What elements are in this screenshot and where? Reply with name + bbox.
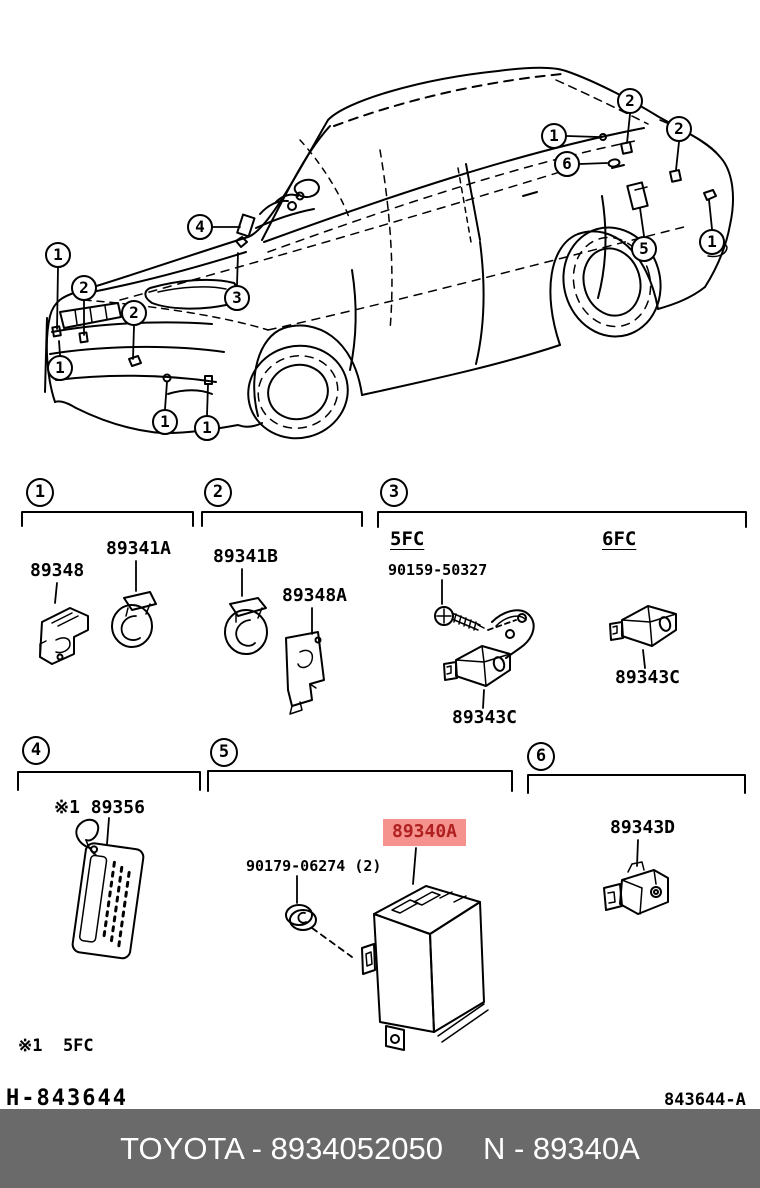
part-sketch-90159-50327 — [434, 606, 485, 631]
part-sketch-89343D — [603, 861, 669, 915]
part-sketch-89341A — [111, 591, 157, 648]
callout-label: 1 — [160, 412, 170, 431]
callout-label: 3 — [232, 288, 242, 307]
part-sketch-89348 — [39, 607, 89, 665]
page-code: H-843644 — [6, 1086, 128, 1111]
callout-4[interactable]: 4 — [187, 214, 213, 240]
section-number: 3 — [388, 482, 400, 502]
section-number: 6 — [535, 746, 547, 766]
callout-front-2b[interactable]: 2 — [121, 300, 147, 326]
callout-front-1d[interactable]: 1 — [194, 415, 220, 441]
callout-rear-1a[interactable]: 1 — [541, 123, 567, 149]
variant-label-5fc: 5FC — [390, 528, 425, 550]
part-label-89343C-6fc[interactable]: 89343C — [615, 667, 681, 688]
callout-label: 1 — [53, 245, 63, 264]
figure-code: 843644-A — [664, 1090, 746, 1110]
callout-label: 2 — [129, 303, 139, 322]
part-label-89341A[interactable]: 89341A — [106, 538, 172, 559]
part-sketch-89340A — [361, 885, 489, 1051]
part-label-90159-50327[interactable]: 90159-50327 — [388, 561, 488, 579]
section-number: 4 — [30, 740, 42, 760]
callout-rear-2b[interactable]: 2 — [666, 116, 692, 142]
callout-front-1b[interactable]: 1 — [47, 355, 73, 381]
section-number: 5 — [218, 742, 230, 762]
section-circle-4: 4 — [22, 736, 50, 765]
callout-label: 1 — [549, 126, 559, 145]
callout-5[interactable]: 5 — [631, 236, 657, 262]
part-sketch-89343C-6fc — [609, 605, 677, 647]
callout-label: 2 — [79, 278, 89, 297]
section-brackets — [17, 511, 747, 794]
section-number: 2 — [212, 482, 224, 502]
callout-label: 2 — [674, 119, 684, 138]
callout-label: 1 — [202, 418, 212, 437]
callout-label: 1 — [55, 358, 65, 377]
callout-label: 1 — [707, 232, 717, 251]
part-sketch-89348A — [285, 631, 325, 715]
section-number: 1 — [34, 482, 46, 502]
callout-label: 2 — [625, 91, 635, 110]
label-leaders — [54, 560, 646, 958]
callout-rear-2a[interactable]: 2 — [617, 88, 643, 114]
variant-label-6fc: 6FC — [602, 528, 637, 550]
callout-front-2a[interactable]: 2 — [71, 275, 97, 301]
section-circle-6: 6 — [527, 742, 555, 771]
part-label-89343D[interactable]: 89343D — [610, 817, 676, 838]
part-label-89356[interactable]: ※1 89356 — [54, 797, 145, 818]
part-label-89341B[interactable]: 89341B — [213, 546, 279, 567]
part-sketch-90179-06274 — [285, 904, 317, 931]
part-sketch-89343C-5fc — [443, 609, 535, 687]
footer-catalog-number: TOYOTA - 8934052050 — [120, 1130, 443, 1166]
callout-3[interactable]: 3 — [224, 285, 250, 311]
part-sketch-89341B — [224, 597, 268, 655]
part-label-90179-06274[interactable]: 90179-06274 (2) — [246, 857, 382, 875]
section-circle-3: 3 — [380, 478, 408, 507]
callout-rear-1b[interactable]: 1 — [699, 229, 725, 255]
callout-label: 5 — [639, 239, 649, 258]
part-sketch-89356 — [71, 818, 145, 960]
section-circle-2: 2 — [204, 478, 232, 507]
footer-part-reference: N - 89340A — [483, 1130, 640, 1166]
part-label-89343C-5fc[interactable]: 89343C — [452, 707, 518, 728]
section-circle-5: 5 — [210, 738, 238, 767]
callout-label: 6 — [562, 154, 572, 173]
car-drawing — [44, 66, 734, 440]
part-label-89348[interactable]: 89348 — [30, 560, 85, 581]
car-callout-leaders — [56, 113, 713, 416]
part-label-89348A[interactable]: 89348A — [282, 585, 348, 606]
callout-front-1c[interactable]: 1 — [152, 409, 178, 435]
section-circle-1: 1 — [26, 478, 54, 507]
callout-label: 4 — [195, 217, 205, 236]
part-label-89340A-highlighted[interactable]: 89340A — [383, 819, 467, 846]
footnote-variant: ※1 5FC — [18, 1036, 94, 1056]
footer-bar: TOYOTA - 8934052050 N - 89340A — [0, 1109, 760, 1188]
callout-6[interactable]: 6 — [554, 151, 580, 177]
callout-front-1a[interactable]: 1 — [45, 242, 71, 268]
